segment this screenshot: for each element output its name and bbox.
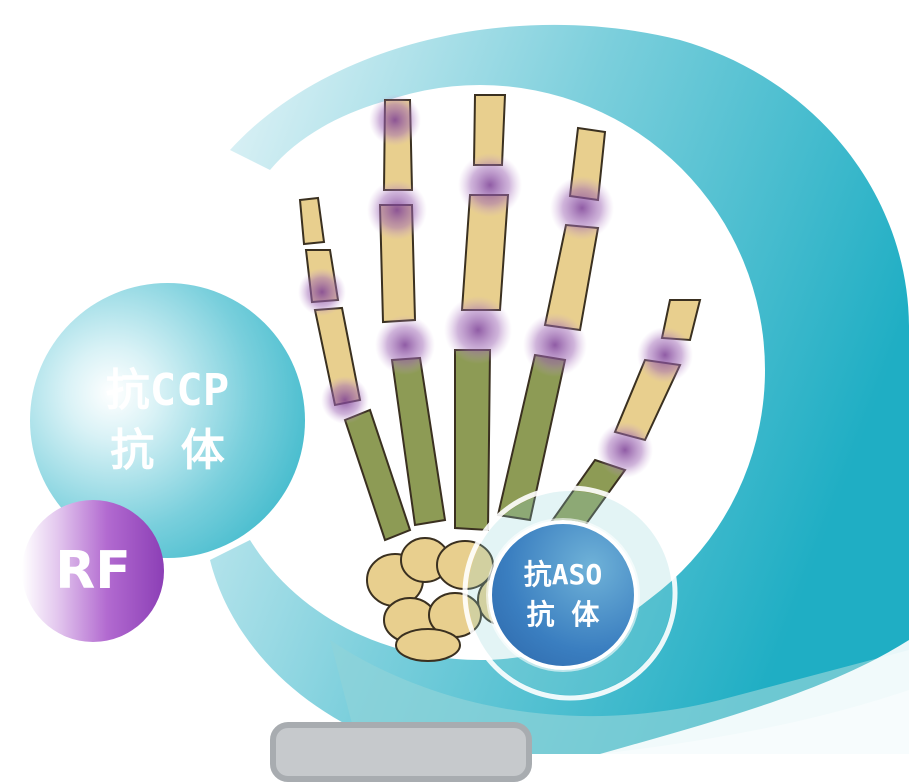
rf-circle: RF — [22, 500, 164, 642]
ccp-label-line2: 抗 体 — [110, 421, 225, 481]
rf-label: RF — [55, 541, 131, 601]
aso-label-line1: 抗ASO — [524, 555, 603, 595]
aso-label-line2: 抗 体 — [527, 595, 600, 635]
anti-aso-antibody-circle: 抗ASO 抗 体 — [488, 520, 638, 670]
ccp-label-line1: 抗CCP — [106, 361, 229, 421]
bottom-panel-edge — [270, 722, 532, 782]
